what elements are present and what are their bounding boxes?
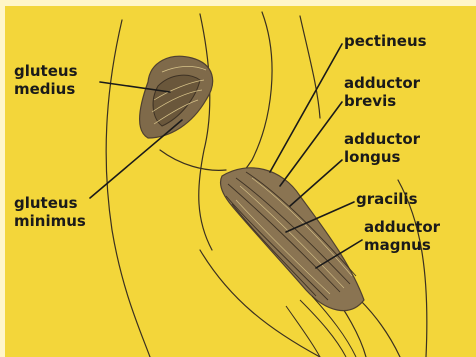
label-adductor-brevis: adductor brevis [344,74,420,110]
label-gluteus-minimus: gluteus minimus [14,194,86,230]
lower-back-line [300,16,320,118]
leader-pectineus [270,44,342,172]
hip-outline [199,14,212,250]
outer-thigh-outline [106,20,150,357]
label-pectineus: pectineus [344,32,427,50]
left-paper-edge [0,0,5,357]
label-adductor-longus: adductor longus [344,130,420,166]
label-gluteus-medius: gluteus medius [14,62,78,98]
leader-adductor-longus [290,160,342,206]
adductor-muscle-group [220,168,364,357]
top-paper-edge [0,0,476,6]
adductor-mass [220,168,364,311]
pelvis-outline [222,12,272,184]
leader-adductor-brevis [280,102,342,186]
leader-gluteus-minimus [90,120,182,198]
groin-line [160,150,226,170]
label-adductor-magnus: adductor magnus [364,218,440,254]
label-gracilis: gracilis [356,190,418,208]
knee-outline [360,300,400,357]
